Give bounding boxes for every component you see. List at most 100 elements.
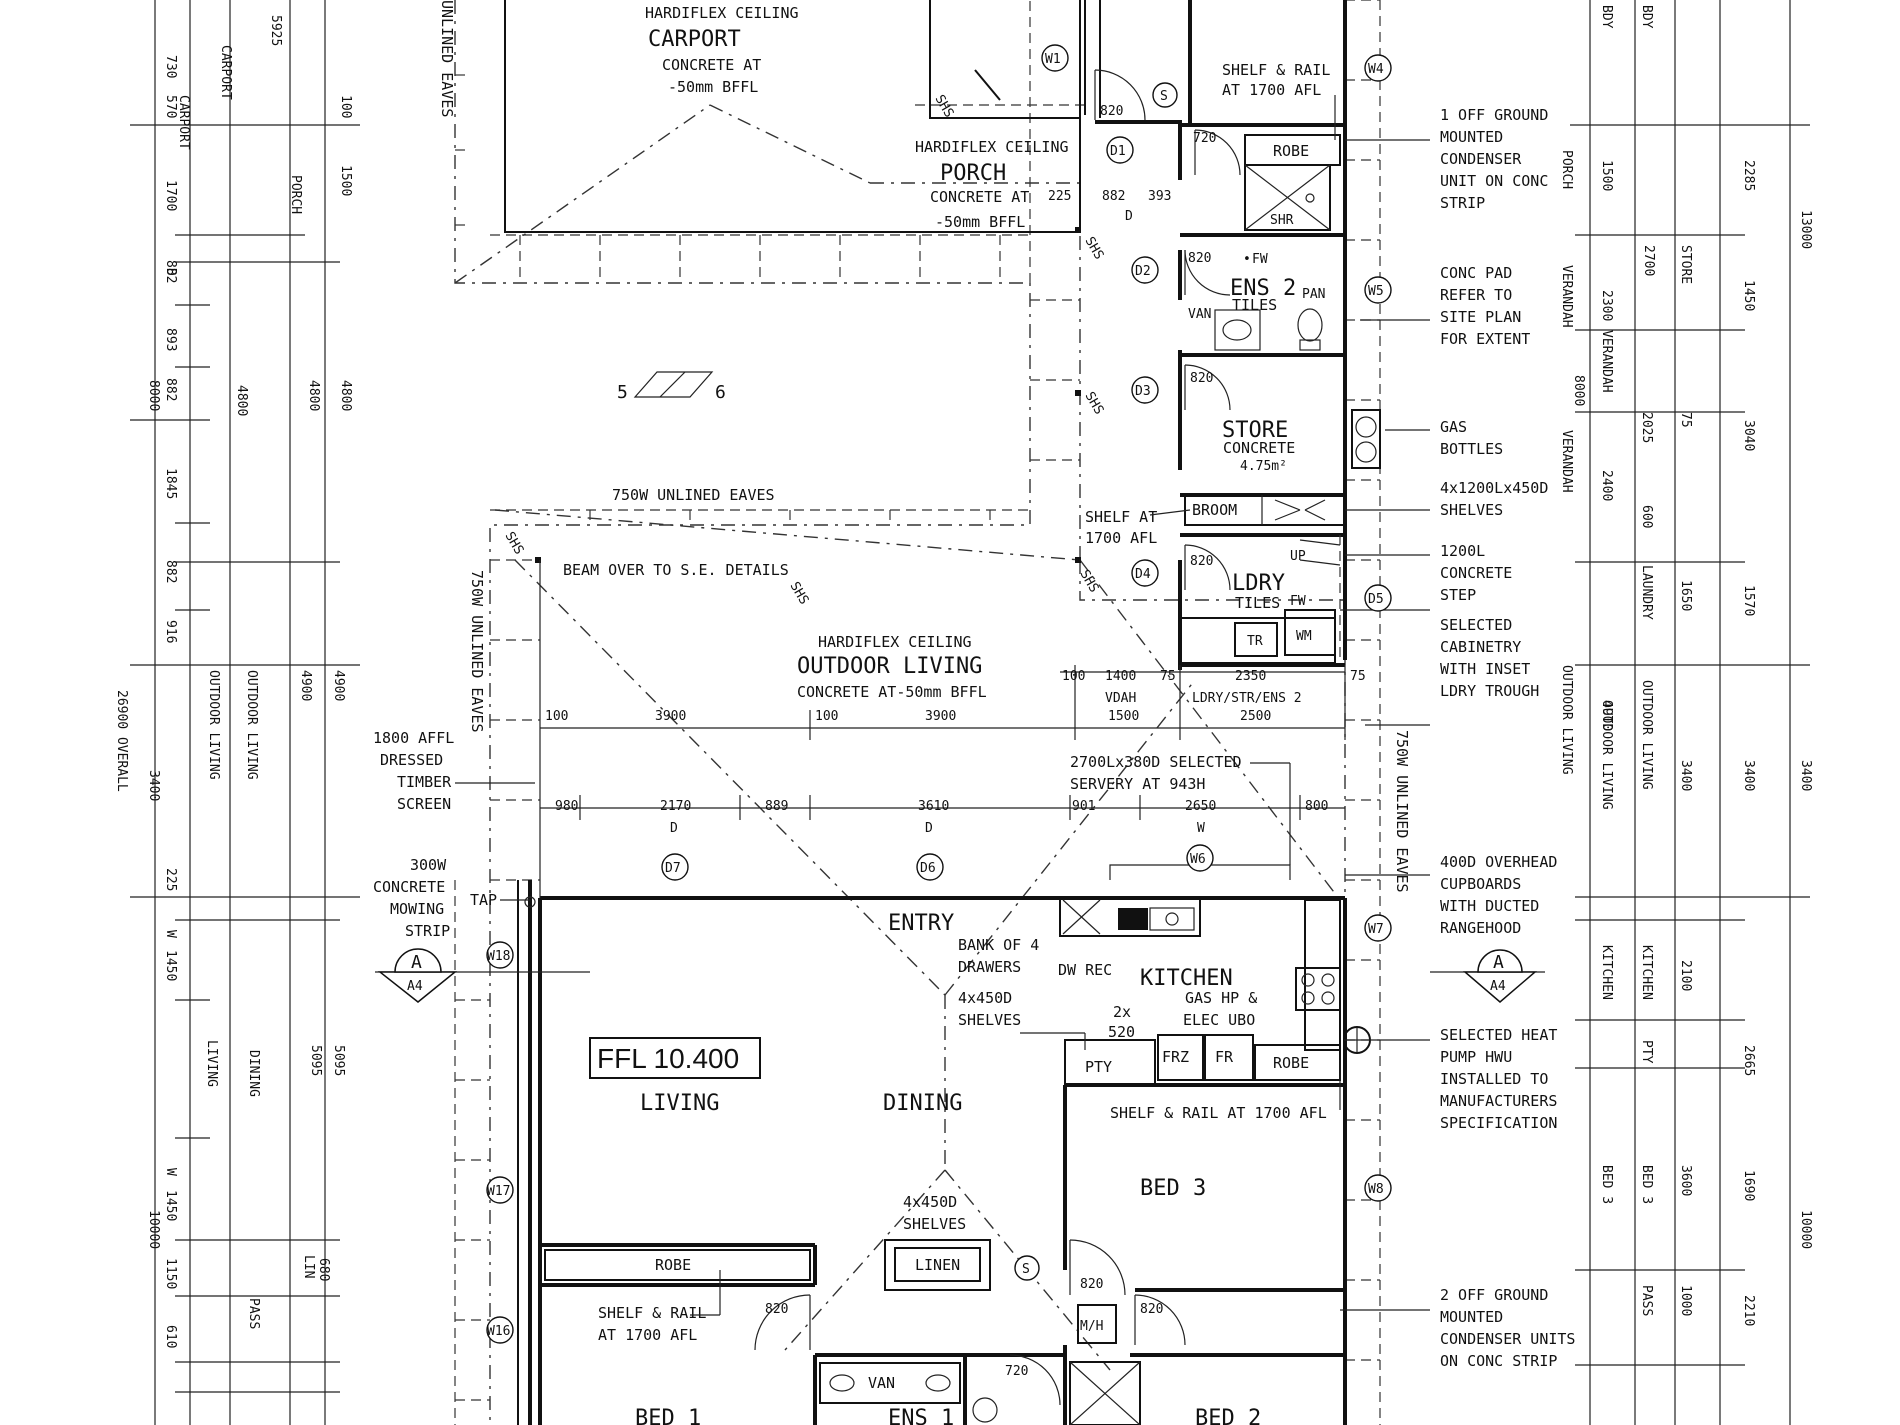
rdim: LAUNDRY [1639,565,1654,620]
ldim: 882 [163,260,178,283]
rdim: 1450 [1741,280,1756,311]
tag-d4: D4 [1135,567,1151,582]
dim: W [1197,821,1205,836]
ldim: 4800 [338,380,353,411]
tag-d2: D2 [1135,264,1151,279]
note-line: SELECTED HEAT [1440,1026,1557,1044]
robe-bed1-label: ROBE [655,1256,691,1274]
note-line: SHELVES [958,1011,1021,1029]
note-line: CONC PAD [1440,264,1512,282]
ldim: D [163,268,178,276]
rdim: 75 [1678,412,1693,428]
porch-label: PORCH [940,161,1006,186]
outdoor-dim-lines [539,560,1346,898]
bed2-label: BED 2 [1195,1406,1261,1425]
tag-s: S [1160,89,1168,104]
ldim: PASS [246,1298,261,1329]
ens2-fw: FW [1252,252,1268,267]
section-marker-right: A A4 [1430,949,1545,1003]
ldry-up: UP [1290,549,1306,564]
tag-d1: D1 [1110,144,1126,159]
ldim: W [163,1168,178,1176]
rdim: 2400 [1599,470,1614,501]
tags: W1 W4 W5 W6 W7 W8 W16 W17 W18 D1 D2 D3 D… [486,44,1392,1344]
note-line: SHELF & RAIL AT 1700 AFL [1110,1104,1327,1122]
rdim: 13000 [1798,210,1813,249]
outdoor-ceiling: HARDIFLEX CEILING [818,633,972,651]
north-arrow-icon: 5 6 [617,371,726,403]
ldim: 916 [163,620,178,643]
outdoor-floor: CONCRETE AT-50mm BFFL [797,683,987,701]
note-line: CABINETRY [1440,638,1521,656]
rdim: BED 3 [1599,1165,1614,1204]
note-line: GAS HP & [1185,989,1257,1007]
dim: 3900 [655,709,686,724]
dim: LDRY/STR/ENS 2 [1192,691,1302,706]
dim: 75 [1350,669,1366,684]
rdim: 3400 [1678,760,1693,791]
ens1-van: VAN [868,1374,895,1392]
carport-label: CARPORT [648,27,741,52]
notes: SHELF & RAIL AT 1700 AFL 1 OFF GROUND MO… [373,0,1575,1370]
note-line: INSTALLED TO [1440,1070,1548,1088]
note-line: STEP [1440,586,1476,604]
ldim: OUTDOOR LIVING [244,670,259,780]
dim: D [670,821,678,836]
note-line: WITH DUCTED [1440,897,1539,915]
ldim: 893 [163,328,178,351]
rdim: VERANDAH [1599,330,1614,393]
ffl-box [589,1037,761,1079]
note-line: STRIP [405,922,450,940]
bed3-label: BED 3 [1140,1176,1206,1201]
note-line: MOUNTED [1440,128,1503,146]
rdim: 3400 [1798,760,1813,791]
note-line: UNLINED EAVES [438,0,456,117]
rdim: 2700 [1641,245,1656,276]
ldim: W [163,930,178,938]
porch-ceiling: HARDIFLEX CEILING [915,138,1069,156]
ldim: 10000 [146,1210,161,1249]
dim: 820 [1080,1277,1103,1292]
note-line: BEAM OVER TO S.E. DETAILS [563,561,789,579]
ldim: 1700 [163,180,178,211]
note-line: 1 OFF GROUND [1440,106,1548,124]
bed1-label: BED 1 [635,1406,701,1425]
dim: 100 [815,709,838,724]
leader-lines [455,95,1430,1316]
dim: 820 [1140,1302,1163,1317]
tag-w5: W5 [1368,284,1384,299]
kitchen-label: KITCHEN [1140,966,1233,991]
dim: 2170 [660,799,691,814]
frz-label: FRZ [1162,1048,1189,1066]
mh-label: M/H [1080,1319,1103,1334]
dim: 3610 [918,799,949,814]
note-line: SHELVES [1440,501,1503,519]
dim: 820 [1190,554,1213,569]
note-line: 300W [410,856,447,874]
note-line: 1700 AFL [1085,529,1157,547]
rdim: 3400 [1741,760,1756,791]
shs: SHS [787,580,812,608]
note-line: 750W UNLINED EAVES [468,570,486,733]
note-line: SPECIFICATION [1440,1114,1557,1132]
rdim: BED 3 [1639,1165,1654,1204]
note-line: 4x450D [958,989,1012,1007]
dim: 820 [1100,104,1123,119]
ldim: CARPORT [176,95,191,150]
fw-marker: • [1243,252,1251,267]
rdim: 2025 [1639,412,1654,443]
ldim: 1450 [163,950,178,981]
note-line: PUMP HWU [1440,1048,1512,1066]
note-line: 4x1200Lx450D [1440,479,1548,497]
dim: 820 [765,1302,788,1317]
rdim: 2665 [1741,1045,1756,1076]
dim: 1500 [1108,709,1139,724]
dim: D [925,821,933,836]
dim: 2350 [1235,669,1266,684]
ldry-floor: TILES [1235,594,1280,612]
linen-label: LINEN [915,1256,960,1274]
rdim: PTY [1639,1040,1654,1064]
left-dimension-strings: 26900 OVERALL 730 570 1700 D 882 893 882… [114,0,360,1425]
note-line: ELEC UBO [1183,1011,1255,1029]
shs: SHS [502,530,527,558]
